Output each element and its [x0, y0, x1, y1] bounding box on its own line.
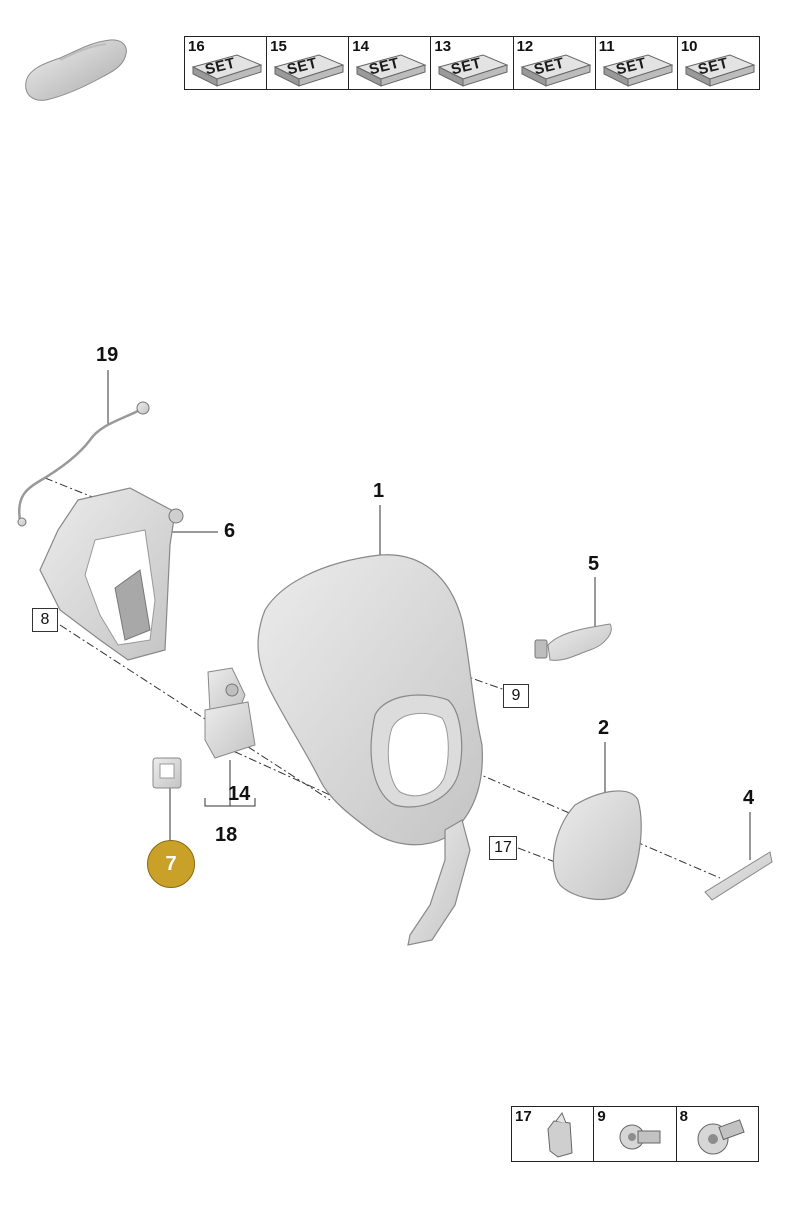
- trim-strip-part-4: [704, 851, 773, 901]
- callout-2[interactable]: 2: [598, 717, 610, 739]
- part-5: [534, 623, 612, 661]
- callout-19[interactable]: 19: [96, 344, 119, 366]
- set-number: 10: [680, 38, 698, 55]
- clip-nut-icon: [547, 1111, 573, 1158]
- bracket-part-6: [39, 487, 184, 661]
- set-number: 15: [270, 38, 287, 55]
- callout-6[interactable]: 6: [224, 520, 236, 542]
- assembly-line-bracket: [59, 624, 331, 801]
- car-thumbnail-icon: [25, 39, 127, 101]
- housing-part-1: [257, 554, 483, 946]
- flap-part-2: [552, 790, 642, 900]
- set-number: 16: [188, 38, 205, 55]
- fastener-cell[interactable]: 17: [512, 1107, 595, 1161]
- fastener-cell[interactable]: 8: [677, 1107, 758, 1161]
- set-block-icon: [191, 54, 263, 87]
- set-block-icon: [355, 54, 427, 87]
- callout-8-boxed[interactable]: 8: [32, 608, 58, 632]
- assembly-line-actuator: [219, 744, 331, 796]
- cable-part-19: [17, 401, 150, 527]
- set-number: 13: [434, 38, 452, 55]
- callout-1[interactable]: 1: [373, 480, 385, 502]
- set-number: 14: [352, 38, 369, 55]
- set-number: 12: [516, 38, 534, 55]
- set-block-icon: [684, 54, 756, 87]
- assembly-line-clip: [517, 847, 556, 863]
- callout-9-boxed[interactable]: 9: [503, 684, 529, 708]
- set-block-icon: [602, 54, 674, 87]
- fastener-cell[interactable]: 9: [594, 1107, 677, 1161]
- callout-4[interactable]: 4: [743, 787, 755, 809]
- callout-18[interactable]: 18: [215, 824, 238, 846]
- fastener-number: 8: [679, 1108, 688, 1125]
- callout-7-highlighted[interactable]: 7: [147, 840, 195, 888]
- screw-icon: [619, 1124, 661, 1150]
- flange-bolt-icon: [697, 1119, 745, 1155]
- actuator-part-14: [204, 667, 256, 759]
- set-number: 11: [598, 38, 615, 55]
- callout-14[interactable]: 14: [228, 783, 251, 805]
- set-block-icon: [438, 54, 509, 87]
- callout-5[interactable]: 5: [588, 553, 600, 575]
- fastener-number: 9: [597, 1108, 606, 1125]
- set-block-icon: [273, 54, 345, 87]
- assembly-line-flap: [399, 739, 721, 879]
- callout-17-boxed[interactable]: 17: [489, 836, 517, 860]
- switch-part-7: [152, 757, 182, 789]
- set-block-icon: [520, 54, 592, 87]
- fastener-number: 17: [515, 1108, 532, 1125]
